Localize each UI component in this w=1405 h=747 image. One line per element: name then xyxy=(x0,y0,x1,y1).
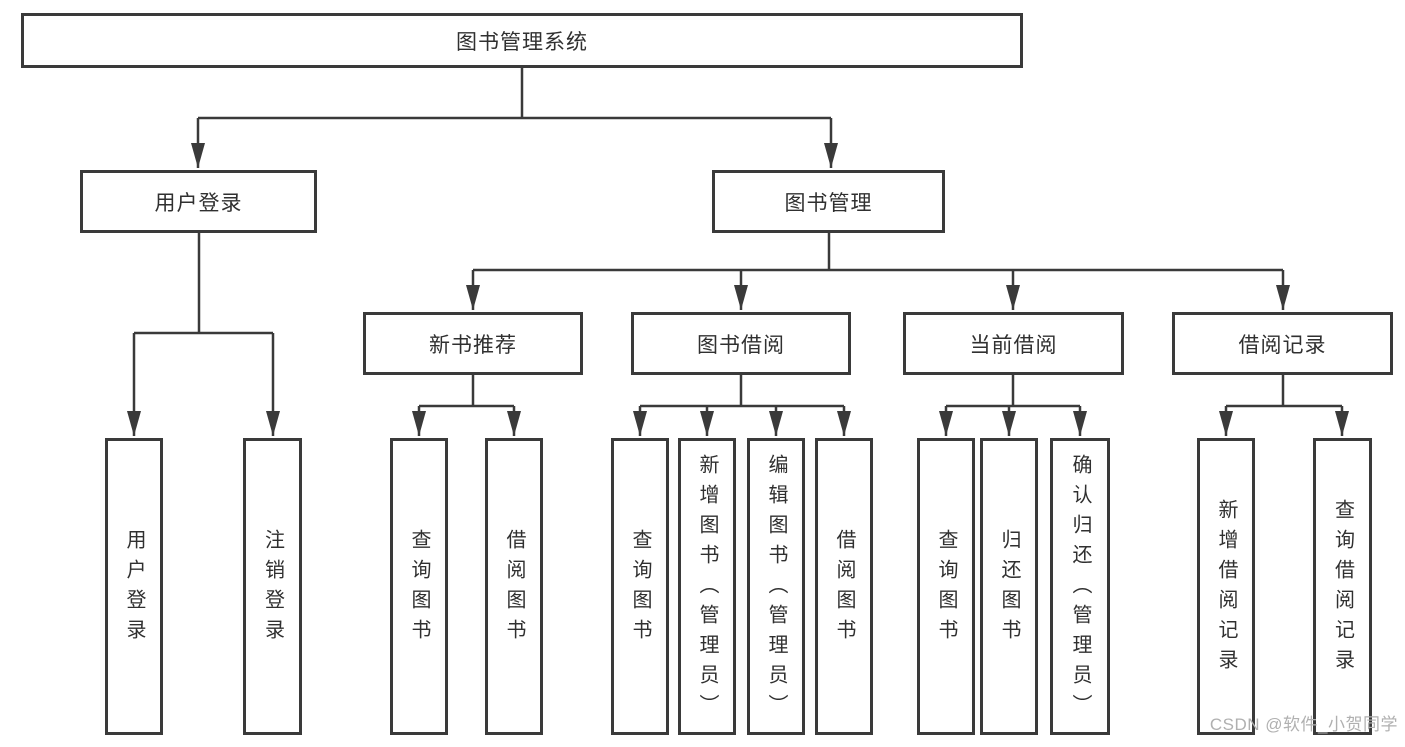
leaf-return-books: 归还图书 xyxy=(980,438,1038,735)
node-borrowing-records: 借阅记录 xyxy=(1172,312,1393,375)
leaf-logout: 注销登录 xyxy=(243,438,302,735)
leaf-confirm-return-admin: 确认归还（管理员） xyxy=(1050,438,1110,735)
node-new-book-recommendation: 新书推荐 xyxy=(363,312,583,375)
node-book-borrowing: 图书借阅 xyxy=(631,312,851,375)
leaf-borrow-books-borrowing: 借阅图书 xyxy=(815,438,873,735)
leaf-query-borrow-record: 查询借阅记录 xyxy=(1313,438,1372,735)
leaf-query-books-borrowing: 查询图书 xyxy=(611,438,669,735)
leaf-add-book-admin: 新增图书（管理员） xyxy=(678,438,736,735)
node-book-management: 图书管理 xyxy=(712,170,945,233)
leaf-borrow-books-recommend: 借阅图书 xyxy=(485,438,543,735)
watermark: CSDN @软件_小贺同学 xyxy=(1209,715,1398,734)
leaf-add-borrow-record: 新增借阅记录 xyxy=(1197,438,1255,735)
leaf-edit-book-admin: 编辑图书（管理员） xyxy=(747,438,805,735)
node-current-borrowing: 当前借阅 xyxy=(903,312,1124,375)
node-user-login: 用户登录 xyxy=(80,170,317,233)
leaf-query-books-recommend: 查询图书 xyxy=(390,438,448,735)
leaf-user-login: 用户登录 xyxy=(105,438,163,735)
node-book-management-system: 图书管理系统 xyxy=(21,13,1023,68)
leaf-query-books-current: 查询图书 xyxy=(917,438,975,735)
